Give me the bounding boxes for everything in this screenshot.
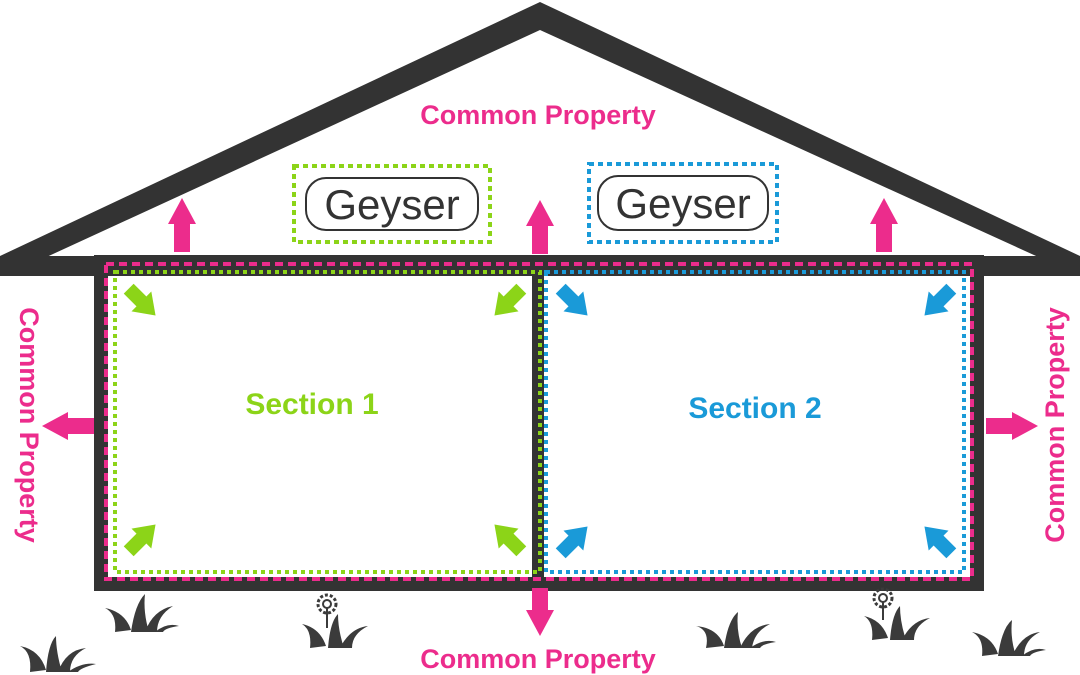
grass-flower-tuft-icon	[302, 593, 368, 648]
geyser-2-box	[597, 175, 769, 231]
grass-flower-tuft-icon	[864, 587, 930, 640]
common-arrow-up-2-icon	[526, 200, 554, 254]
geyser-2-boundary	[587, 162, 779, 244]
common-property-right-label: Common Property	[1040, 307, 1070, 543]
common-property-top-label: Common Property	[420, 100, 656, 130]
common-arrow-up-1-icon	[168, 198, 196, 252]
common-arrow-up-3-icon	[870, 198, 898, 252]
common-arrow-left-icon	[42, 412, 94, 440]
section-2-boundary	[544, 270, 966, 574]
common-arrow-right-icon	[986, 412, 1038, 440]
section-2-arrow-icons	[555, 283, 957, 559]
grass-tuft-icon	[696, 612, 776, 648]
section-2-label: Section 2	[688, 392, 821, 425]
section-1-label: Section 1	[245, 388, 378, 421]
common-property-left-label: Common Property	[14, 307, 44, 543]
section-1-boundary	[113, 270, 542, 574]
common-arrow-down-icon	[526, 588, 554, 636]
geyser-1-box	[305, 177, 479, 231]
grass-tuft-icon	[20, 636, 96, 672]
geyser-2-label: Geyser	[615, 180, 750, 227]
geyser-1-label: Geyser	[324, 181, 459, 228]
section-1-arrow-icons	[123, 283, 527, 557]
grass-tuft-icon	[105, 594, 179, 632]
common-property-boundary	[104, 262, 974, 581]
common-property-bottom-label: Common Property	[420, 644, 656, 674]
grass-tuft-icon	[972, 620, 1046, 656]
geyser-1-boundary	[292, 164, 492, 244]
